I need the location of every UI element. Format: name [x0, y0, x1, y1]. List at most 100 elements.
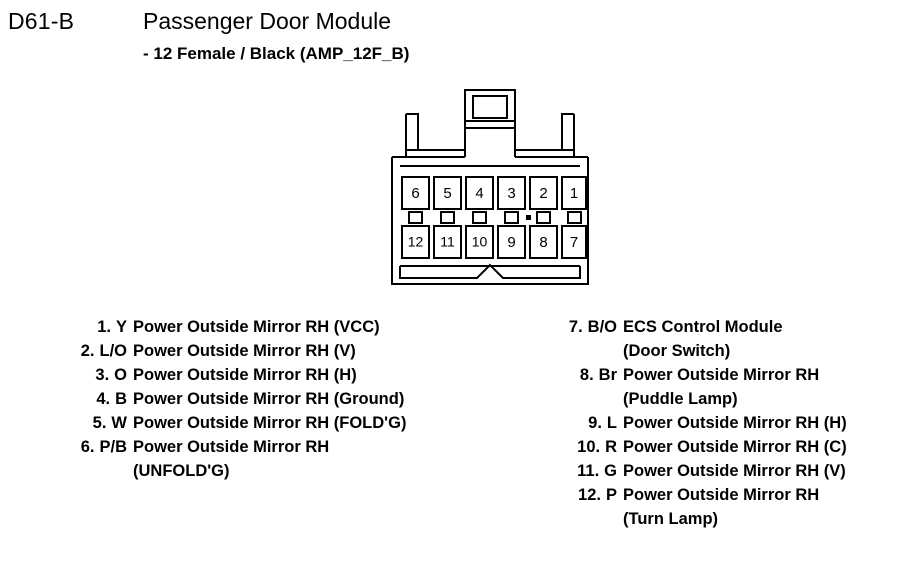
pin-label: 4. B [8, 390, 133, 409]
cavity-label-4: 4 [475, 185, 483, 202]
cavity-label-7: 7 [570, 234, 578, 251]
cavity-10 [465, 225, 494, 259]
pin-description-continued: (Turn Lamp) [623, 510, 719, 528]
pin-row: 1. Y Power Outside Mirror RH (VCC) [8, 318, 488, 342]
pin-color: O [114, 366, 127, 384]
pin-color: B [115, 390, 127, 408]
cavity-7 [561, 225, 587, 259]
polarity-dot [526, 215, 531, 220]
pin-label: 2. L/O [8, 342, 133, 361]
pin-description: Power Outside Mirror RH (Ground) [133, 390, 405, 408]
pin-number: 1. [97, 318, 111, 336]
pin-color: P [605, 486, 617, 504]
pin-color: L [606, 414, 617, 432]
pin-color: B/O [587, 318, 617, 336]
pin-row: 7. B/O ECS Control Module [500, 318, 916, 342]
pin-row: 10. R Power Outside Mirror RH (C) [500, 438, 916, 462]
cavity-label-11: 11 [440, 234, 455, 250]
cavity-9 [497, 225, 526, 259]
pin-label: 5. W [8, 414, 133, 433]
pin-row: 2. L/O Power Outside Mirror RH (V) [8, 342, 488, 366]
pin-description: ECS Control Module [623, 318, 783, 336]
pin-number: 6. [80, 438, 95, 456]
pin-label: 9. L [500, 414, 623, 433]
connector-subtitle: - 12 Female / Black (AMP_12F_B) [143, 44, 410, 63]
pin-description: Power Outside Mirror RH (H) [133, 366, 357, 384]
cavity-label-8: 8 [539, 234, 547, 251]
pin-description: Power Outside Mirror RH (H) [623, 414, 847, 432]
pin-color: Br [598, 366, 617, 384]
pin-label: 10. R [500, 438, 623, 457]
pin-list-left: 1. Y Power Outside Mirror RH (VCC) 2. L/… [8, 318, 488, 486]
pin-row: 4. B Power Outside Mirror RH (Ground) [8, 390, 488, 414]
pin-description: Power Outside Mirror RH [623, 486, 820, 504]
cavity-5 [433, 176, 462, 210]
pin-number: 3. [95, 366, 110, 384]
page-title: Passenger Door Module [143, 8, 392, 34]
pin-color: P/B [99, 438, 127, 456]
pin-row: 5. W Power Outside Mirror RH (FOLD'G) [8, 414, 488, 438]
cavity-12 [401, 225, 430, 259]
cavity-2 [529, 176, 558, 210]
neck-6-12 [408, 211, 423, 224]
pin-number: 8. [579, 366, 594, 384]
neck-3-9 [504, 211, 519, 224]
pin-description-continued: (Puddle Lamp) [623, 390, 738, 408]
pin-label: 6. P/B [8, 438, 133, 457]
latch-tab-window [472, 95, 508, 119]
pin-description: Power Outside Mirror RH (V) [133, 342, 356, 360]
pin-number: 5. [92, 414, 107, 432]
connector-body-outline [391, 156, 589, 285]
pin-color: L/O [99, 342, 128, 360]
pin-description: Power Outside Mirror RH (C) [623, 438, 847, 456]
pin-description: Power Outside Mirror RH (V) [623, 462, 846, 480]
pin-color: G [604, 462, 617, 480]
cavity-label-2: 2 [539, 185, 547, 202]
pin-color: Y [115, 318, 127, 336]
wing-right [561, 113, 574, 151]
pin-number: 11. [577, 462, 600, 480]
wing-left-ledge [405, 114, 465, 158]
pin-label: 12. P [500, 486, 623, 505]
connector-id: D61-B [8, 8, 75, 34]
cavity-3 [497, 176, 526, 210]
pin-label: 1. Y [8, 318, 133, 337]
cavity-label-6: 6 [411, 185, 419, 202]
cavity-6 [401, 176, 430, 210]
latch-tab-bar [464, 120, 516, 129]
cavity-label-12: 12 [408, 234, 424, 250]
cavity-label-1: 1 [570, 185, 578, 202]
bottom-rail [399, 263, 581, 279]
cavity-11 [433, 225, 462, 259]
pin-description: Power Outside Mirror RH (VCC) [133, 318, 380, 336]
pin-description-continued: (UNFOLD'G) [133, 462, 230, 480]
neck-4-10 [472, 211, 487, 224]
pin-label: 11. G [500, 462, 623, 481]
neck-2-8 [536, 211, 551, 224]
cavity-row-top: 6 5 4 3 2 1 [401, 176, 587, 210]
wing-left [406, 113, 419, 151]
cavity-label-5: 5 [443, 185, 451, 202]
neck-5-11 [440, 211, 455, 224]
pin-label: 7. B/O [500, 318, 623, 337]
cavity-label-9: 9 [507, 234, 515, 251]
neck-1-7 [567, 211, 582, 224]
pin-label: 8. Br [500, 366, 623, 385]
cavity-necks [408, 211, 582, 224]
pin-description-continued: (Door Switch) [623, 342, 731, 360]
pin-number: 7. [568, 318, 583, 336]
cavity-4 [465, 176, 494, 210]
pin-list-right: 7. B/O ECS Control Module (Door Switch) … [500, 318, 916, 534]
pin-color: R [605, 438, 617, 456]
latch-column [464, 128, 516, 157]
pin-number: 9. [588, 414, 602, 432]
pin-row: 8. Br Power Outside Mirror RH [500, 366, 916, 390]
pin-description: Power Outside Mirror RH [623, 366, 820, 384]
pin-number: 2. [80, 342, 95, 360]
cavity-label-10: 10 [472, 234, 488, 250]
cavity-1 [561, 176, 587, 210]
pin-row: 12. P Power Outside Mirror RH [500, 486, 916, 510]
pin-number: 4. [96, 390, 111, 408]
pin-description: Power Outside Mirror RH (FOLD'G) [133, 414, 407, 432]
pin-row: 3. O Power Outside Mirror RH (H) [8, 366, 488, 390]
